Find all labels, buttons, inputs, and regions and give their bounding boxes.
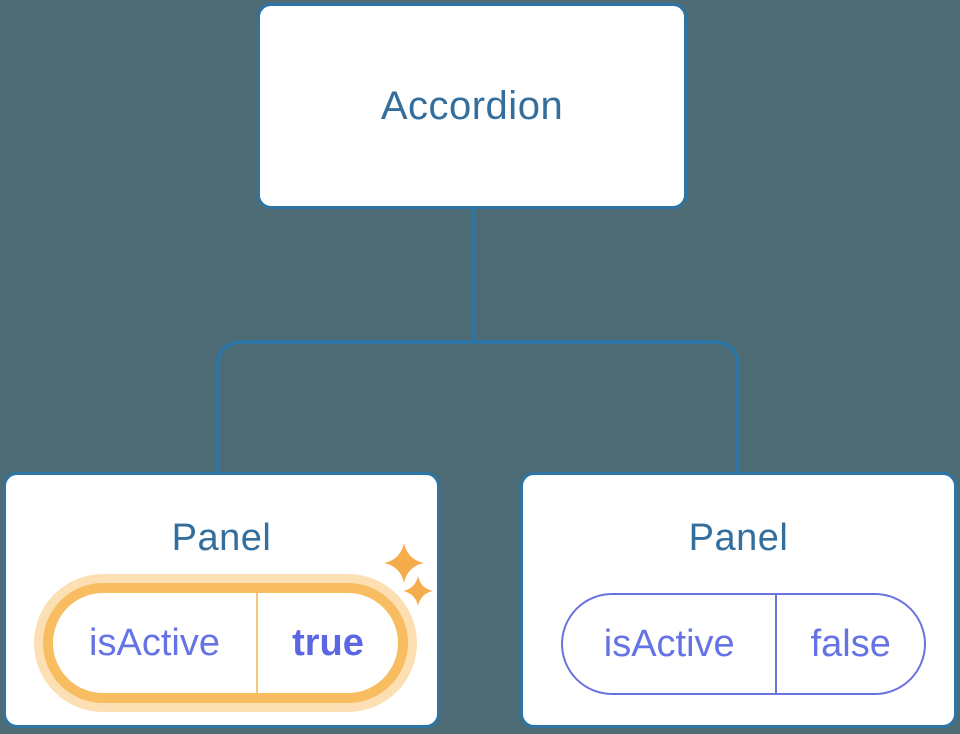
panel-node-active: Panel isActive true [3, 472, 440, 728]
panel-title: Panel [688, 517, 789, 559]
state-key: isActive [603, 622, 735, 665]
panel-title: Panel [171, 517, 272, 559]
sparkles-icon [384, 543, 433, 606]
state-value: false [810, 622, 891, 665]
state-value: true [292, 621, 364, 664]
state-pill-inactive: isActive false [561, 593, 926, 695]
accordion-label: Accordion [380, 83, 564, 128]
state-pill-active: isActive true [43, 583, 408, 703]
pill-divider [775, 595, 778, 693]
state-key: isActive [89, 621, 220, 664]
accordion-node: Accordion [257, 3, 687, 209]
pill-divider [256, 593, 258, 693]
panel-node-inactive: Panel isActive false [520, 472, 957, 728]
